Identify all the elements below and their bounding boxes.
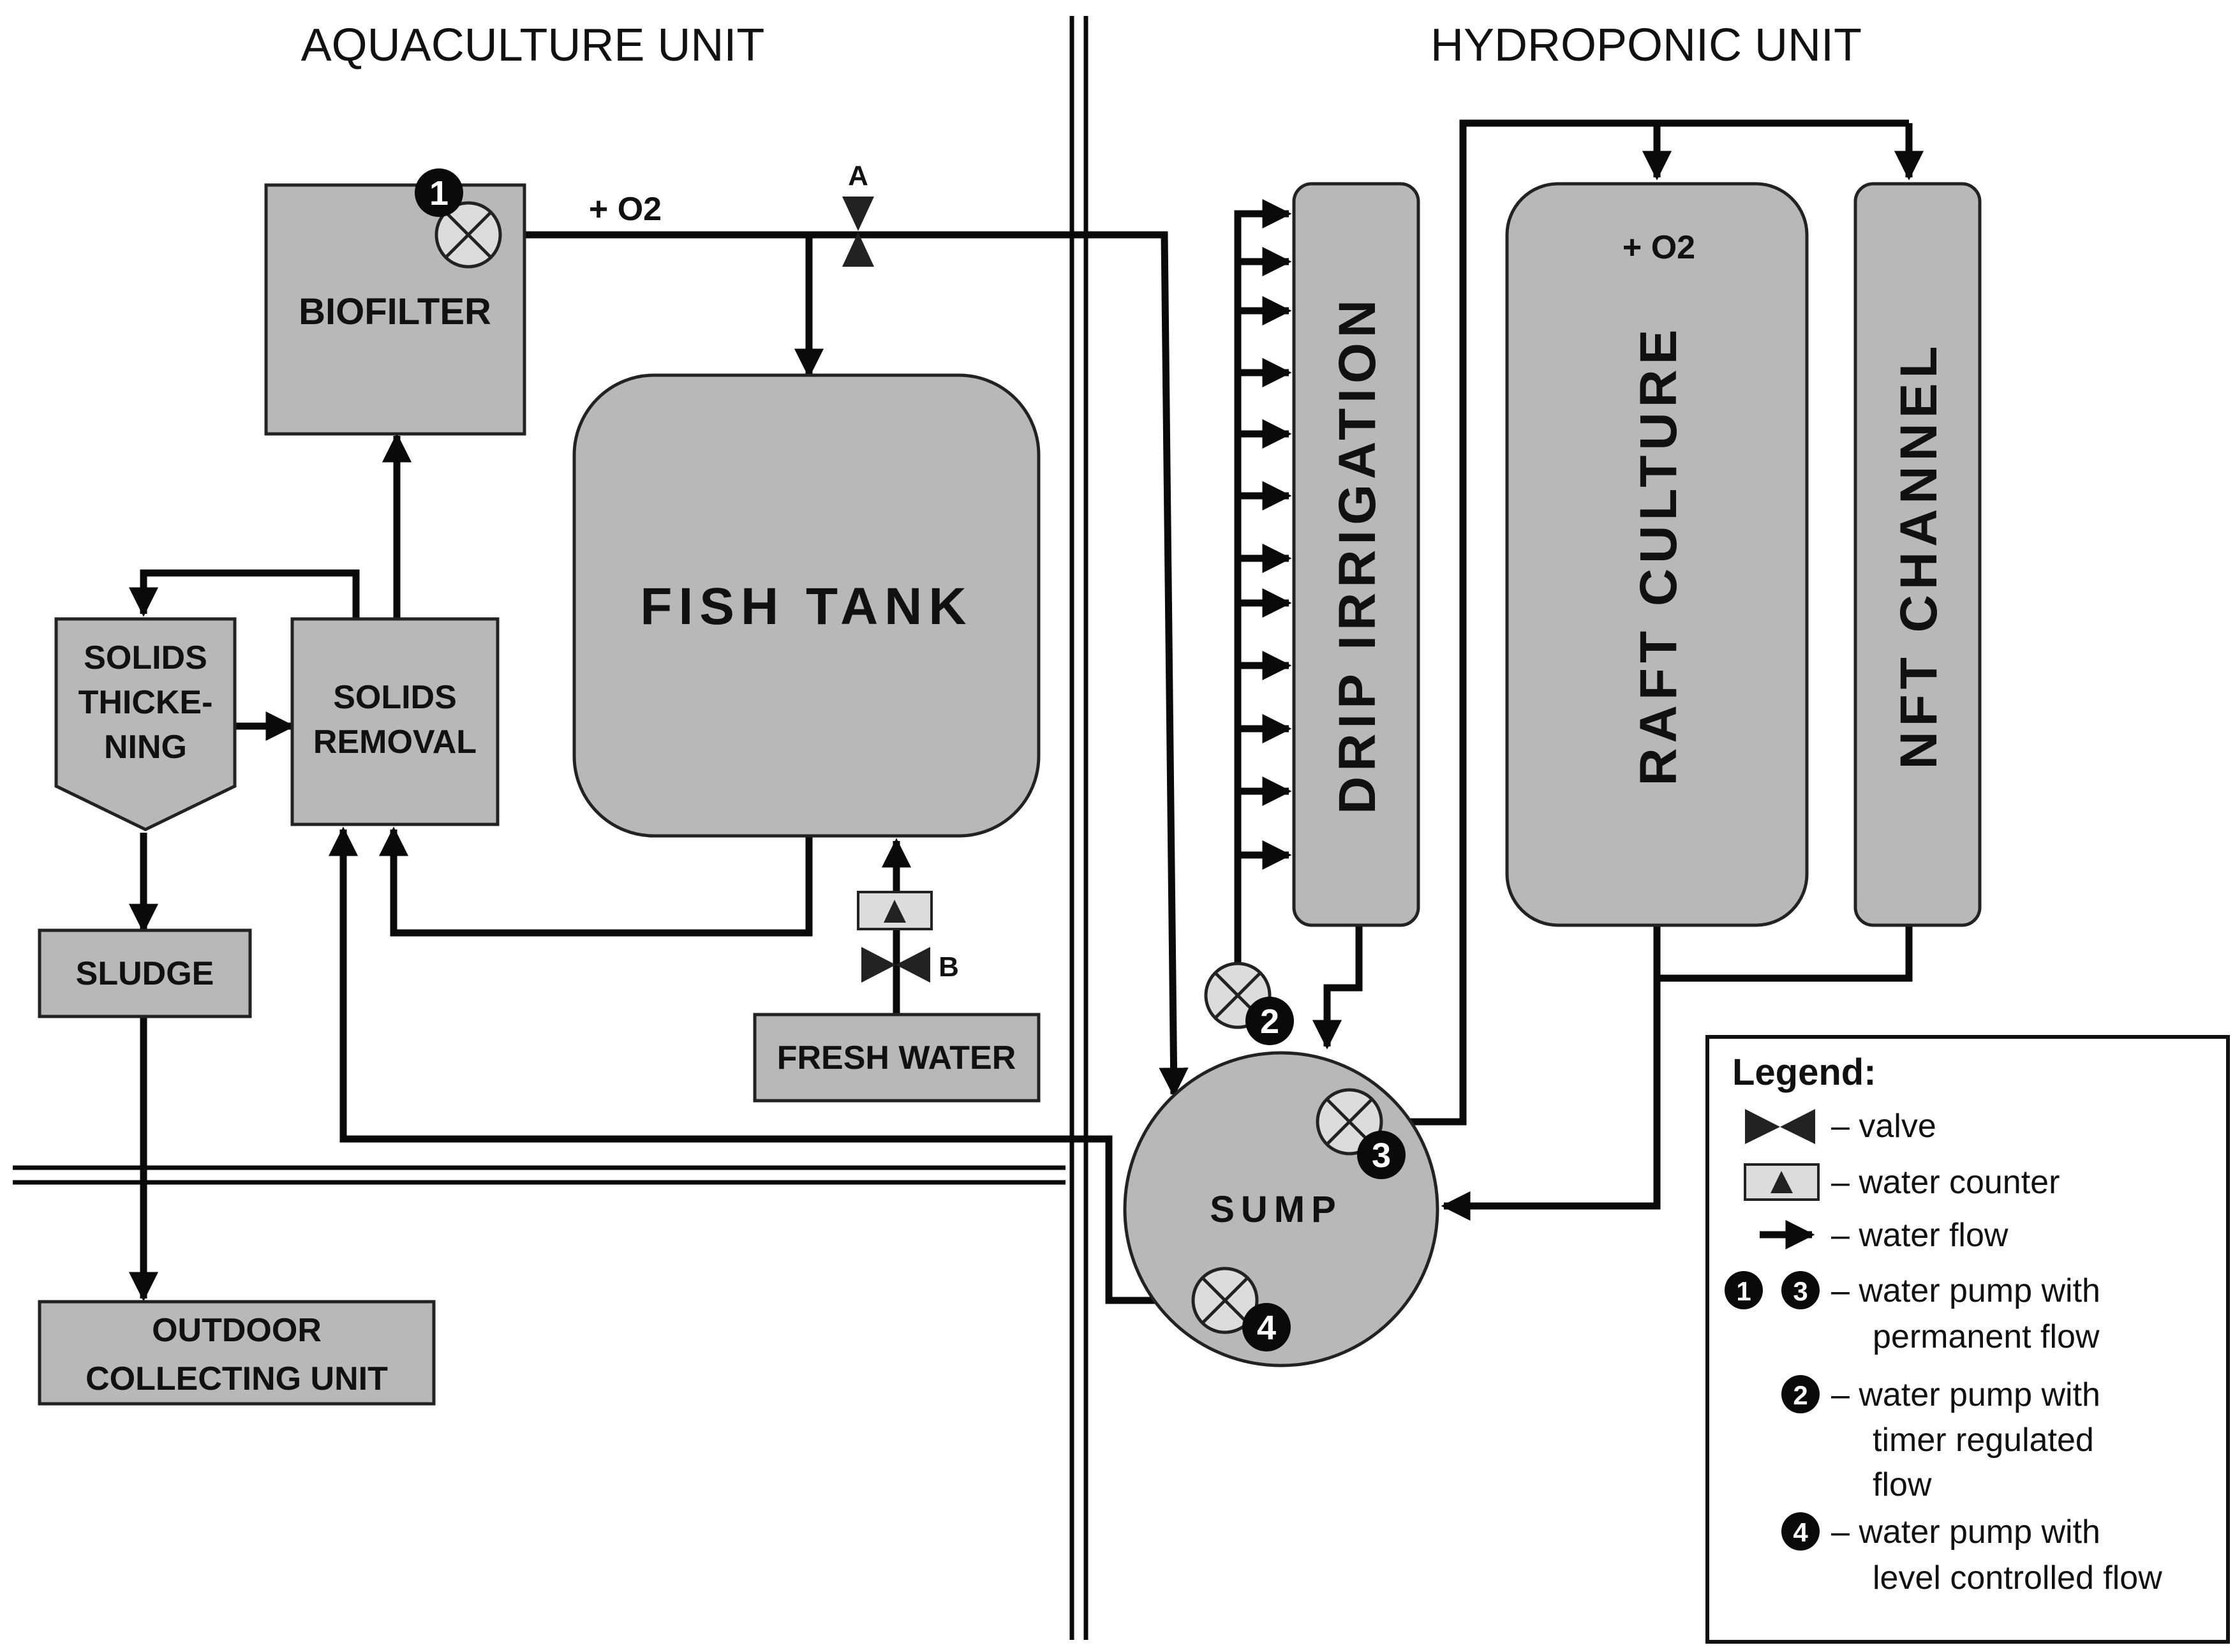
biofilter-oxygen-label: + O2 — [589, 191, 662, 228]
outdoor-collecting-unit-box — [38, 1300, 436, 1406]
flow-biofilter-to-sump — [491, 231, 1189, 1098]
pump-1 — [415, 168, 502, 269]
legend-pump-2-icon — [1781, 1375, 1820, 1413]
legend-valve-icon — [1745, 1109, 1815, 1144]
pump-4-number: 4 — [1257, 1309, 1276, 1347]
pump-1-number: 1 — [429, 174, 449, 212]
solids-thickening-label-3: NING — [104, 729, 187, 766]
section-title-aquaculture: AQUACULTURE UNIT — [301, 20, 765, 71]
flow-pump2-drip-header — [1234, 198, 1292, 970]
nft-channel-box — [1853, 182, 1982, 927]
valve-b — [861, 947, 930, 983]
legend-water-flow-text: – water flow — [1831, 1217, 2009, 1254]
pump-2 — [1204, 962, 1294, 1045]
solids-removal-label-2: REMOVAL — [313, 724, 477, 761]
flow-pump3-to-hydroponics — [1365, 119, 1909, 1126]
divider-horizontal — [13, 1165, 1066, 1185]
flow-hydroponics-return — [1657, 925, 1913, 982]
legend-pump-3-icon — [1781, 1271, 1820, 1309]
legend-pump-permanent-text-1: – water pump with — [1831, 1272, 2100, 1309]
fresh-water-box — [753, 1013, 1041, 1103]
solids-thickening-label-2: THICKE- — [78, 684, 213, 721]
solids-thickening-shape — [54, 617, 237, 831]
legend-pump-timer-text-2: timer regulated — [1873, 1422, 2094, 1459]
solids-removal-label-1: SOLIDS — [333, 679, 457, 716]
legend-pump-level-text-1: – water pump with — [1831, 1514, 2100, 1551]
flow-pump4-to-solids-removal — [328, 826, 1206, 1304]
drip-irrigation-label: DRIP IRRIGATION — [1328, 295, 1386, 814]
solids-removal-box — [290, 617, 500, 826]
sump-label: SUMP — [1210, 1189, 1342, 1230]
pump-3 — [1316, 1088, 1406, 1179]
raft-culture-box — [1505, 182, 1809, 927]
pump-4 — [1191, 1267, 1291, 1351]
flow-fish-tank-to-solids-removal — [378, 826, 813, 937]
valve-b-label: B — [939, 951, 959, 983]
legend-water-counter-text: – water counter — [1831, 1164, 2060, 1201]
legend-pump-timer-text-1: – water pump with — [1831, 1376, 2100, 1413]
flow-solids-removal-to-thickening — [128, 569, 360, 618]
biofilter-label: BIOFILTER — [299, 291, 491, 332]
pump-3-number: 3 — [1372, 1136, 1391, 1175]
legend-water-counter-icon — [1744, 1163, 1820, 1201]
flow-drip-to-sump — [1312, 925, 1363, 1050]
outdoor-label-2: COLLECTING UNIT — [85, 1360, 388, 1397]
legend-title: Legend: — [1732, 1052, 1876, 1093]
legend-pump-2-num: 2 — [1793, 1380, 1808, 1410]
fish-tank-label: FISH TANK — [640, 577, 972, 636]
water-counter — [857, 891, 933, 930]
valve-a-label: A — [848, 160, 868, 191]
drip-irrigation-box — [1292, 182, 1420, 927]
sludge-label: SLUDGE — [76, 955, 214, 992]
raft-oxygen-label: + O2 — [1622, 229, 1695, 266]
valve-a — [842, 197, 874, 267]
legend-pump-timer-text-3: flow — [1873, 1466, 1932, 1503]
flow-return-to-sump — [1441, 925, 1661, 1221]
legend-valve-text: – valve — [1831, 1108, 1936, 1145]
drip-emitter-arrows — [1238, 246, 1292, 870]
fish-tank-box — [572, 373, 1041, 838]
legend-pump-4-num: 4 — [1793, 1517, 1808, 1547]
fresh-water-label: FRESH WATER — [777, 1039, 1016, 1076]
solids-thickening-label-1: SOLIDS — [84, 639, 207, 676]
nft-channel-label: NFT CHANNEL — [1890, 341, 1948, 769]
divider-vertical — [1069, 16, 1088, 1640]
section-title-hydroponic: HYDROPONIC UNIT — [1430, 20, 1862, 71]
pump-2-number: 2 — [1260, 1002, 1279, 1041]
legend-pump-level-text-2: level controlled flow — [1873, 1559, 2162, 1596]
legend-pump-1-icon — [1725, 1271, 1763, 1309]
raft-culture-label: RAFT CULTURE — [1630, 324, 1688, 785]
legend-pump-3-num: 3 — [1793, 1276, 1808, 1306]
legend-pump-1-num: 1 — [1736, 1276, 1751, 1306]
legend-pump-permanent-text-2: permanent flow — [1873, 1318, 2100, 1355]
sludge-box — [38, 928, 252, 1018]
outdoor-label-1: OUTDOOR — [152, 1312, 322, 1349]
legend-pump-4-icon — [1781, 1512, 1820, 1551]
